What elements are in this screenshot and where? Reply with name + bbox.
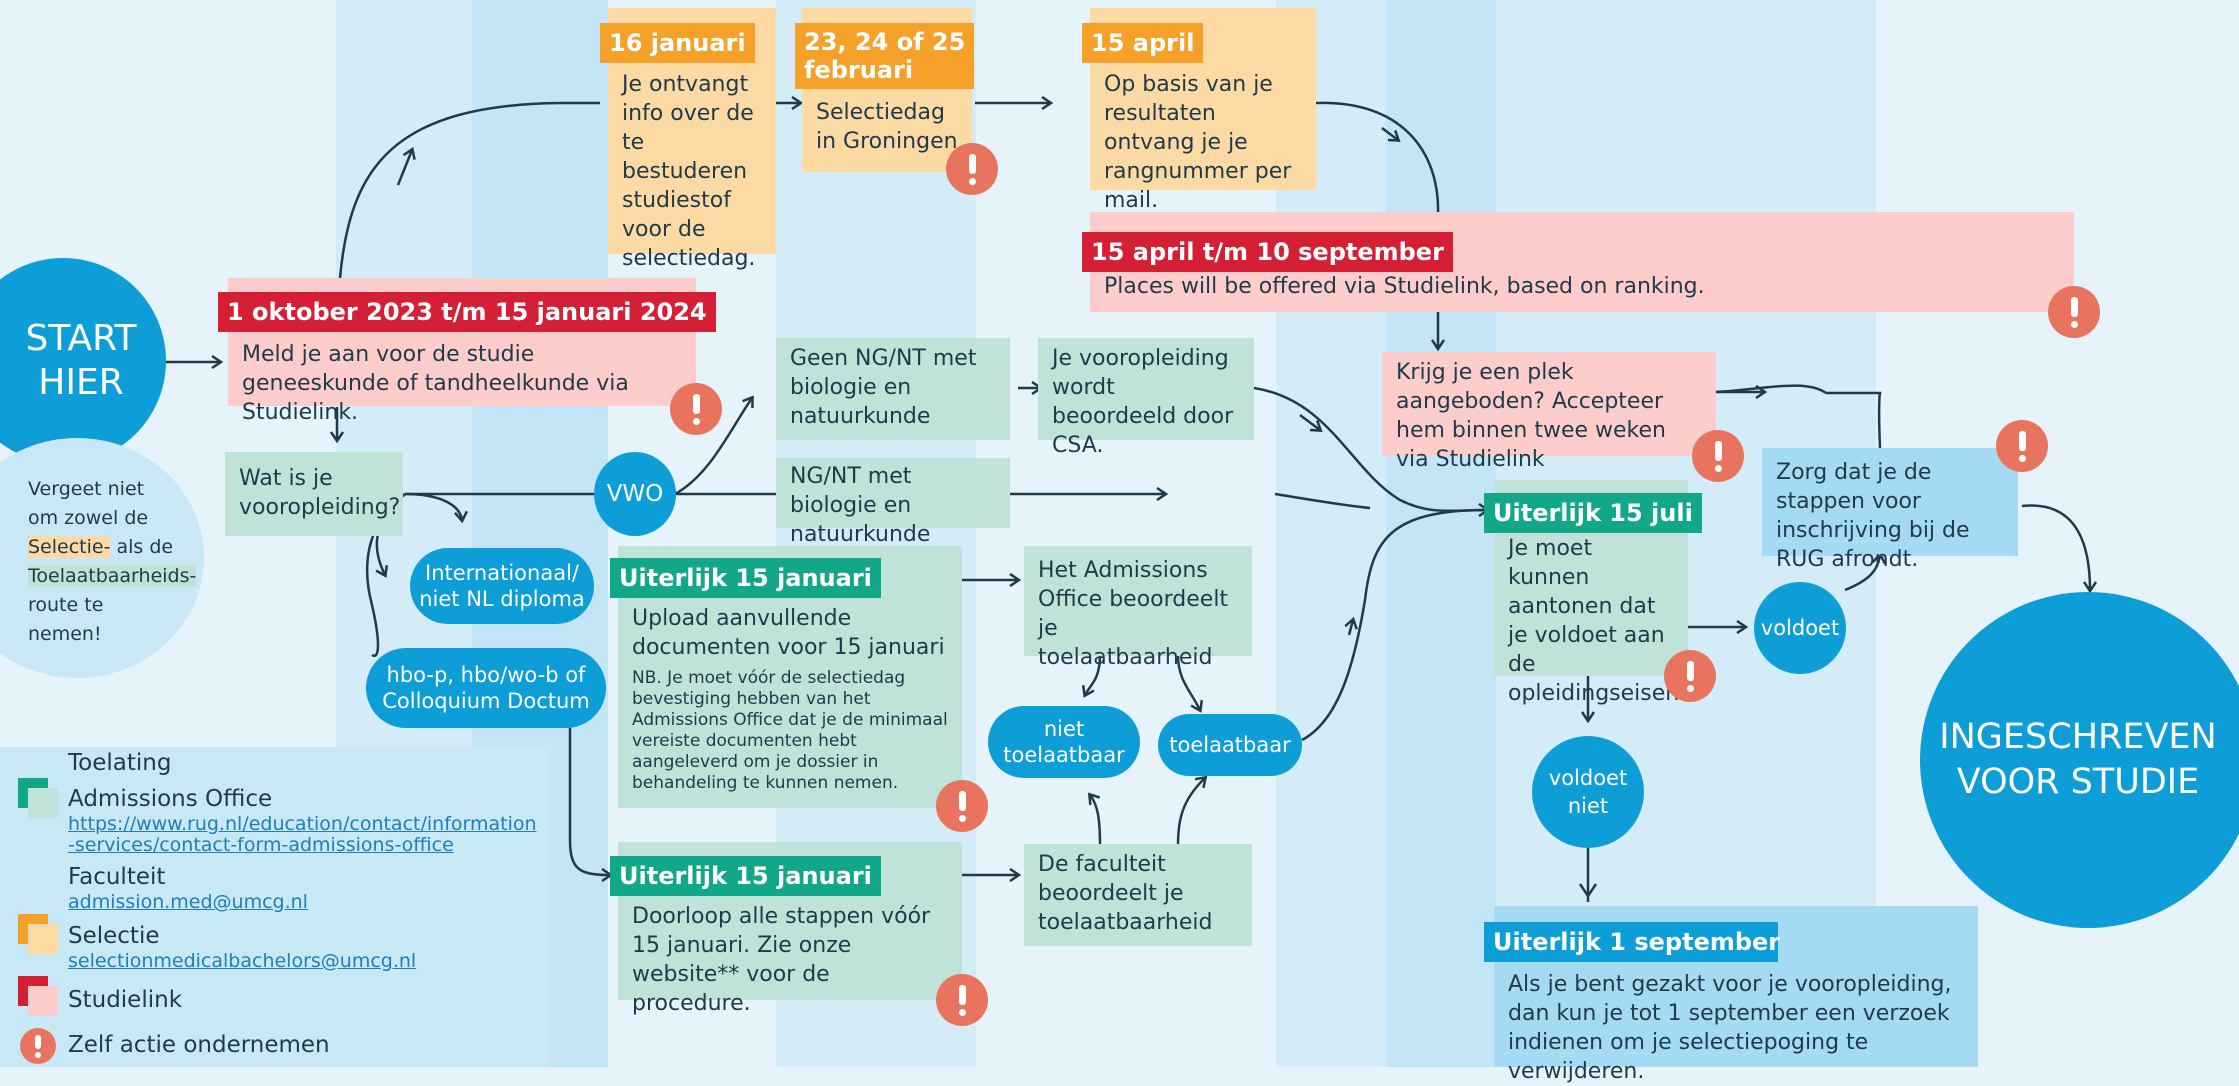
upload-note: NB. Je moet vóór de selectiedag bevestig… [632, 668, 948, 793]
reminder-bubble [0, 438, 204, 678]
selection-day-text: Selectiedag in Groningen [816, 100, 958, 154]
legend-faculty-label: Faculteit [68, 864, 166, 890]
apr15-header: 15 april [1082, 23, 1204, 63]
action-icon [946, 143, 998, 195]
admissible-node: toelaatbaar [1158, 714, 1302, 776]
reminder-line5: nemen! [28, 623, 102, 645]
not-meet-line1: voldoet [1548, 766, 1628, 790]
legend-panel [0, 747, 548, 1067]
start-line2: HIER [38, 362, 124, 403]
reminder-admission-highlight: Toelaatbaarheids- [28, 565, 197, 587]
legend-selection-label: Selectie [68, 923, 160, 949]
legend-faculty-link[interactable]: admission.med@umcg.nl [68, 891, 308, 913]
legend-action-label: Zelf actie ondernemen [68, 1032, 330, 1058]
rug-steps-text: Zorg dat je de stappen voor inschrijving… [1776, 460, 1970, 572]
no-ngnt-text: Geen NG/NT met biologie en natuurkunde [790, 346, 977, 429]
enrolled-line2: VOOR STUDIE [1956, 762, 2200, 802]
hbo-line1: hbo-p, hbo/wo-b of [386, 663, 586, 687]
not-meet-requirements-node: voldoet niet [1532, 736, 1644, 848]
vwo-node: VWO [594, 452, 676, 536]
accept-offer-box: Krijg je een plek aangeboden? Accepteer … [1382, 352, 1716, 472]
ngnt-text: NG/NT met biologie en natuurkunde [790, 464, 931, 547]
legend-selection-link[interactable]: selectionmedicalbachelors@umcg.nl [68, 950, 417, 972]
legend-admissions-label: Admissions Office [68, 786, 273, 812]
action-icon [936, 974, 988, 1026]
july15-header: Uiterlijk 15 juli [1484, 493, 1702, 533]
not-meet-line2: niet [1567, 794, 1609, 818]
action-icon [1664, 650, 1716, 702]
legend-admissions-swatch-light [28, 788, 58, 818]
not-admissible-line1: niet [1043, 717, 1085, 741]
upload-header: Uiterlijk 15 januari [610, 558, 881, 598]
apr15-text: Op basis van je resultaten ontvang je je… [1104, 72, 1292, 213]
enrolled-line1: INGESCHREVEN [1939, 717, 2217, 757]
legend-admissions-link-cont[interactable]: -services/contact-form-admissions-office [68, 834, 454, 856]
faculty-assess-box: De faculteit beoordeelt je toelaatbaarhe… [1024, 844, 1252, 946]
jan16-text: Je ontvangt info over de te bestuderen s… [622, 72, 756, 271]
legend-selection-swatch-light [28, 924, 58, 954]
not-admissible-line2: toelaatbaar [1003, 743, 1125, 767]
accept-offer-text: Krijg je een plek aangeboden? Accepteer … [1396, 360, 1666, 472]
prior-education-text: Wat is je vooropleiding? [239, 466, 401, 520]
procedure-text: Doorloop alle stappen vóór 15 januari. Z… [632, 904, 931, 1016]
apr-sep-text: Places will be offered via Studielink, b… [1104, 274, 1705, 299]
reminder-text: Vergeet niet om zowel de Selectie- als d… [28, 475, 197, 649]
faculty-assess-text: De faculteit beoordeelt je toelaatbaarhe… [1038, 852, 1213, 935]
admissions-assess-box: Het Admissions Office beoordeelt je toel… [1024, 546, 1252, 670]
international-node: Internationaal/niet NL diploma [410, 548, 594, 624]
procedure-header: Uiterlijk 15 januari [610, 856, 881, 896]
prior-education-box: Wat is je vooropleiding? [225, 452, 403, 536]
jan16-header: 16 januari [600, 23, 755, 63]
action-icon [670, 383, 722, 435]
reminder-line3: als de [110, 536, 174, 558]
background-stripe [1386, 0, 1496, 1067]
csa-box: Je vooropleiding wordt beoordeeld door C… [1038, 338, 1254, 458]
legend-studielink-label: Studielink [68, 987, 183, 1013]
international-line2: niet NL diploma [419, 587, 585, 611]
action-icon [1692, 430, 1744, 482]
rug-steps-box: Zorg dat je de stappen voor inschrijving… [1762, 448, 2018, 572]
selection-day-header-line1: 23, 24 of 25 [804, 28, 966, 56]
apr-sep-header: 15 april t/m 10 september [1082, 232, 1453, 272]
legend-action-icon [20, 1028, 56, 1064]
no-ngnt-box: Geen NG/NT met biologie en natuurkunde [776, 338, 1010, 440]
enrolled-circle: INGESCHREVEN VOOR STUDIE [1920, 592, 2239, 928]
legend-studielink-swatch-light [28, 986, 58, 1016]
hbo-line2: Colloquium Doctum [382, 689, 590, 713]
legend-admissions-link[interactable]: https://www.rug.nl/education/contact/inf… [68, 813, 537, 835]
ngnt-box: NG/NT met biologie en natuurkunde [776, 458, 1010, 547]
reminder-selection-highlight: Selectie- [28, 536, 111, 558]
upload-text: Upload aanvullende documenten voor 15 ja… [632, 606, 945, 660]
legend-admission-title: Toelating [68, 750, 172, 776]
start-line1: START [25, 318, 137, 359]
reminder-line4: route te [28, 594, 104, 616]
action-icon [1996, 420, 2048, 472]
csa-text: Je vooropleiding wordt beoordeeld door C… [1052, 346, 1234, 458]
studielink-signup-text: Meld je aan voor de studie geneeskunde o… [242, 342, 629, 425]
july15-text: Je moet kunnen aantonen dat je voldoet a… [1508, 536, 1687, 706]
sep1-text: Als je bent gezakt voor je vooropleiding… [1508, 972, 1952, 1084]
selection-day-header-line2: februari [804, 56, 914, 84]
action-icon [936, 780, 988, 832]
reminder-line1: Vergeet niet [28, 478, 145, 500]
international-line1: Internationaal/ [425, 561, 579, 585]
studielink-signup-header: 1 oktober 2023 t/m 15 januari 2024 [218, 292, 716, 332]
action-icon [2048, 286, 2100, 338]
admissions-assess-text: Het Admissions Office beoordeelt je toel… [1038, 558, 1229, 670]
meets-requirements-node: voldoet [1754, 582, 1846, 674]
sep1-header: Uiterlijk 1 september [1484, 922, 1780, 962]
reminder-line2: om zowel de [28, 507, 149, 529]
